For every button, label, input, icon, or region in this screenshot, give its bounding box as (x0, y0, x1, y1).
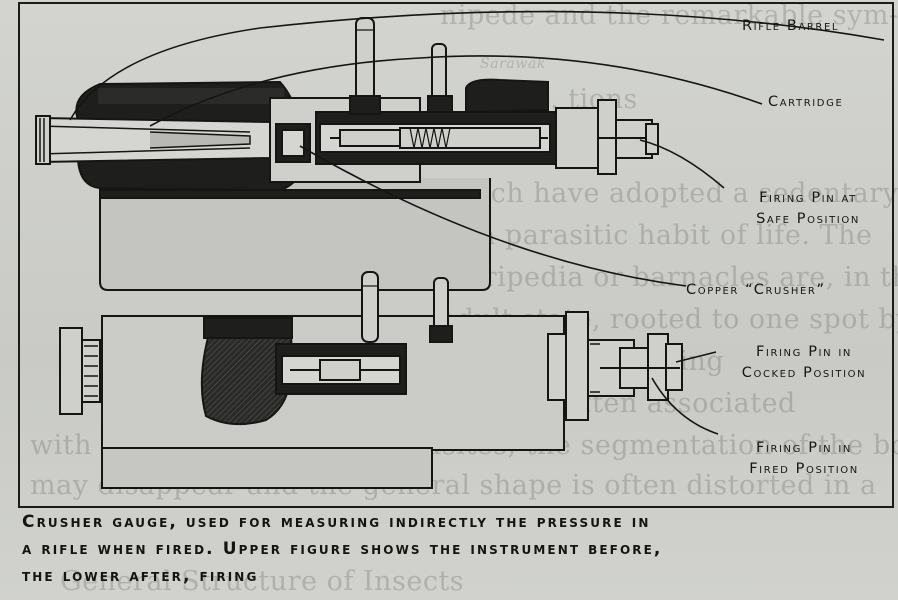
bleed-through-text: which have adopted a sedentary (440, 178, 898, 209)
label-cartridge: Cartridge (768, 94, 844, 110)
label-firing-pin-cocked-line2: Cocked Position (741, 365, 867, 381)
bleed-through-text: General Structure of Insects (60, 566, 465, 597)
callout-leader-lines (69, 10, 885, 435)
bleed-through-text: or a parasitic habit of life. The (440, 220, 873, 251)
caption-line1: Crusher gauge, used for measuring indire… (22, 512, 651, 532)
label-firing-pin-fired-line2: Fired Position (749, 461, 859, 477)
barrel-muzzle-threads (35, 115, 51, 165)
diagram-frame (18, 2, 894, 508)
label-firing-pin-cocked-line1: Firing Pin in (755, 344, 853, 360)
figure-caption: Crusher gauge, used for measuring indire… (22, 509, 892, 590)
label-rifle-barrel: Rifle Barrel (742, 18, 840, 34)
label-firing-pin-safe-line2: Safe Position (756, 211, 860, 227)
label-firing-pin-safe-line1: Firing Pin at (759, 190, 857, 206)
label-firing-pin-fired: Firing Pin in Fired Position (718, 438, 890, 480)
lower-lever (433, 277, 449, 331)
lower-base-plate (101, 447, 433, 489)
lower-gauge-figure (59, 271, 683, 489)
right-flange (565, 311, 589, 421)
caption-line2: a rifle when fired. Upper figure shows t… (22, 539, 663, 559)
upper-base-block (99, 178, 491, 291)
bleed-through-text: Cirripedia or barnacles are, in the (440, 262, 898, 293)
upper-gauge-figure (35, 17, 659, 291)
lower-crusher-screw (361, 271, 379, 343)
label-firing-pin-fired-line1: Firing Pin in (755, 440, 853, 456)
label-copper-crusher: Copper “Crusher” (686, 282, 826, 298)
label-firing-pin-safe: Firing Pin at Safe Position (724, 188, 892, 230)
caption-line3: the lower after, firing (22, 566, 259, 586)
bleed-through-text: Sarawak (480, 56, 546, 72)
label-firing-pin-cocked: Firing Pin in Cocked Position (716, 342, 892, 384)
left-end-cap (59, 327, 83, 415)
cocking-lever (431, 43, 447, 101)
